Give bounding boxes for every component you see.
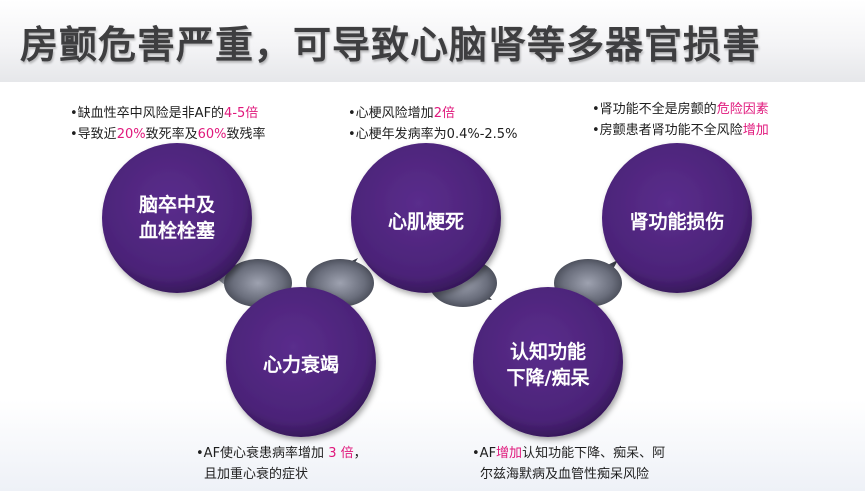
bottom-glow	[0, 400, 865, 491]
node-renal-label: 肾功能损伤	[629, 209, 724, 235]
note-text: 致死率及	[145, 127, 198, 142]
bullet: •	[592, 102, 600, 117]
note-highlight: 60%	[197, 127, 227, 142]
note-stroke-row1: •缺血性卒中风险是非AF的4-5倍	[70, 103, 266, 124]
note-cognition-row1: •AF增加认知功能下降、痴呆、阿	[472, 443, 665, 464]
note-highlight: 4-5倍	[224, 106, 259, 121]
note-highlight: 增加	[742, 123, 769, 138]
note-mi: •心梗风险增加2倍 •心梗年发病率为0.4%-2.5%	[348, 103, 517, 145]
bullet: •	[472, 446, 480, 461]
bullet: •	[196, 446, 204, 461]
node-cognition-circle	[473, 287, 623, 437]
note-cognition-row2: 尔兹海默病及血管性痴呆风险	[472, 464, 665, 485]
note-renal-row1: •肾功能不全是房颤的危险因素	[592, 99, 769, 120]
note-mi-row2: •心梗年发病率为0.4%-2.5%	[348, 124, 517, 145]
note-text: 且加重心衰的症状	[204, 467, 309, 482]
bullet: •	[348, 106, 356, 121]
node-cognition-line1: 认知功能	[509, 341, 587, 363]
node-cognition-line2: 下降/痴呆	[506, 367, 590, 389]
node-mi-circle	[351, 143, 501, 293]
note-text: AF	[479, 446, 497, 461]
node-renal-circle	[602, 143, 752, 293]
note-text: 房颤患者肾功能不全风险	[599, 123, 743, 138]
node-stroke-line2: 血栓栓塞	[138, 220, 216, 242]
note-highlight: 增加	[496, 446, 523, 461]
note-text: 心梗年发病率为0.4%-2.5%	[355, 127, 518, 142]
note-cognition: •AF增加认知功能下降、痴呆、阿 尔兹海默病及血管性痴呆风险	[472, 443, 665, 485]
note-text: 导致近	[77, 127, 117, 142]
note-text: 认知功能下降、痴呆、阿	[522, 446, 666, 461]
page-title: 房颤危害严重，可导致心脑肾等多器官损害	[20, 23, 762, 67]
node-cognition-label: 认知功能 下降/痴呆	[507, 339, 590, 391]
note-mi-row1: •心梗风险增加2倍	[348, 103, 517, 124]
note-text: 缺血性卒中风险是非AF的	[77, 106, 225, 121]
note-stroke: •缺血性卒中风险是非AF的4-5倍 •导致近20%致死率及60%致残率	[70, 103, 266, 145]
note-text: 致残率	[226, 127, 266, 142]
node-heart-failure-line1: 心力衰竭	[262, 354, 340, 376]
note-stroke-row2: •导致近20%致死率及60%致残率	[70, 124, 266, 145]
node-stroke-label: 脑卒中及 血栓栓塞	[139, 192, 215, 244]
note-highlight: 2倍	[433, 106, 455, 121]
note-text: AF使心衰患病率增加	[203, 446, 329, 461]
node-heart-failure-label: 心力衰竭	[263, 352, 339, 378]
bullet: •	[348, 127, 356, 142]
note-heart-failure: •AF使心衰患病率增加 3 倍， 且加重心衰的症状	[196, 443, 367, 485]
note-text: ，	[353, 446, 367, 461]
note-highlight: 3 倍	[328, 446, 354, 461]
note-renal: •肾功能不全是房颤的危险因素 •房颤患者肾功能不全风险增加	[592, 99, 769, 141]
title-band	[0, 0, 865, 82]
node-stroke-line1: 脑卒中及	[138, 194, 216, 216]
note-text: 心梗风险增加	[355, 106, 434, 121]
node-heart-failure-circle	[226, 287, 376, 437]
note-renal-row2: •房颤患者肾功能不全风险增加	[592, 120, 769, 141]
note-heart-failure-row2: 且加重心衰的症状	[196, 464, 367, 485]
note-text: 尔兹海默病及血管性痴呆风险	[480, 467, 650, 482]
bullet: •	[70, 127, 78, 142]
bullet: •	[70, 106, 78, 121]
note-heart-failure-row1: •AF使心衰患病率增加 3 倍，	[196, 443, 367, 464]
note-text: 肾功能不全是房颤的	[599, 102, 717, 117]
note-highlight: 危险因素	[716, 102, 769, 117]
node-renal-line1: 肾功能损伤	[629, 211, 725, 233]
bullet: •	[592, 123, 600, 138]
note-highlight: 20%	[116, 127, 146, 142]
node-mi-label: 心肌梗死	[388, 209, 464, 235]
node-mi-line1: 心肌梗死	[387, 211, 465, 233]
node-stroke-circle	[102, 143, 252, 293]
